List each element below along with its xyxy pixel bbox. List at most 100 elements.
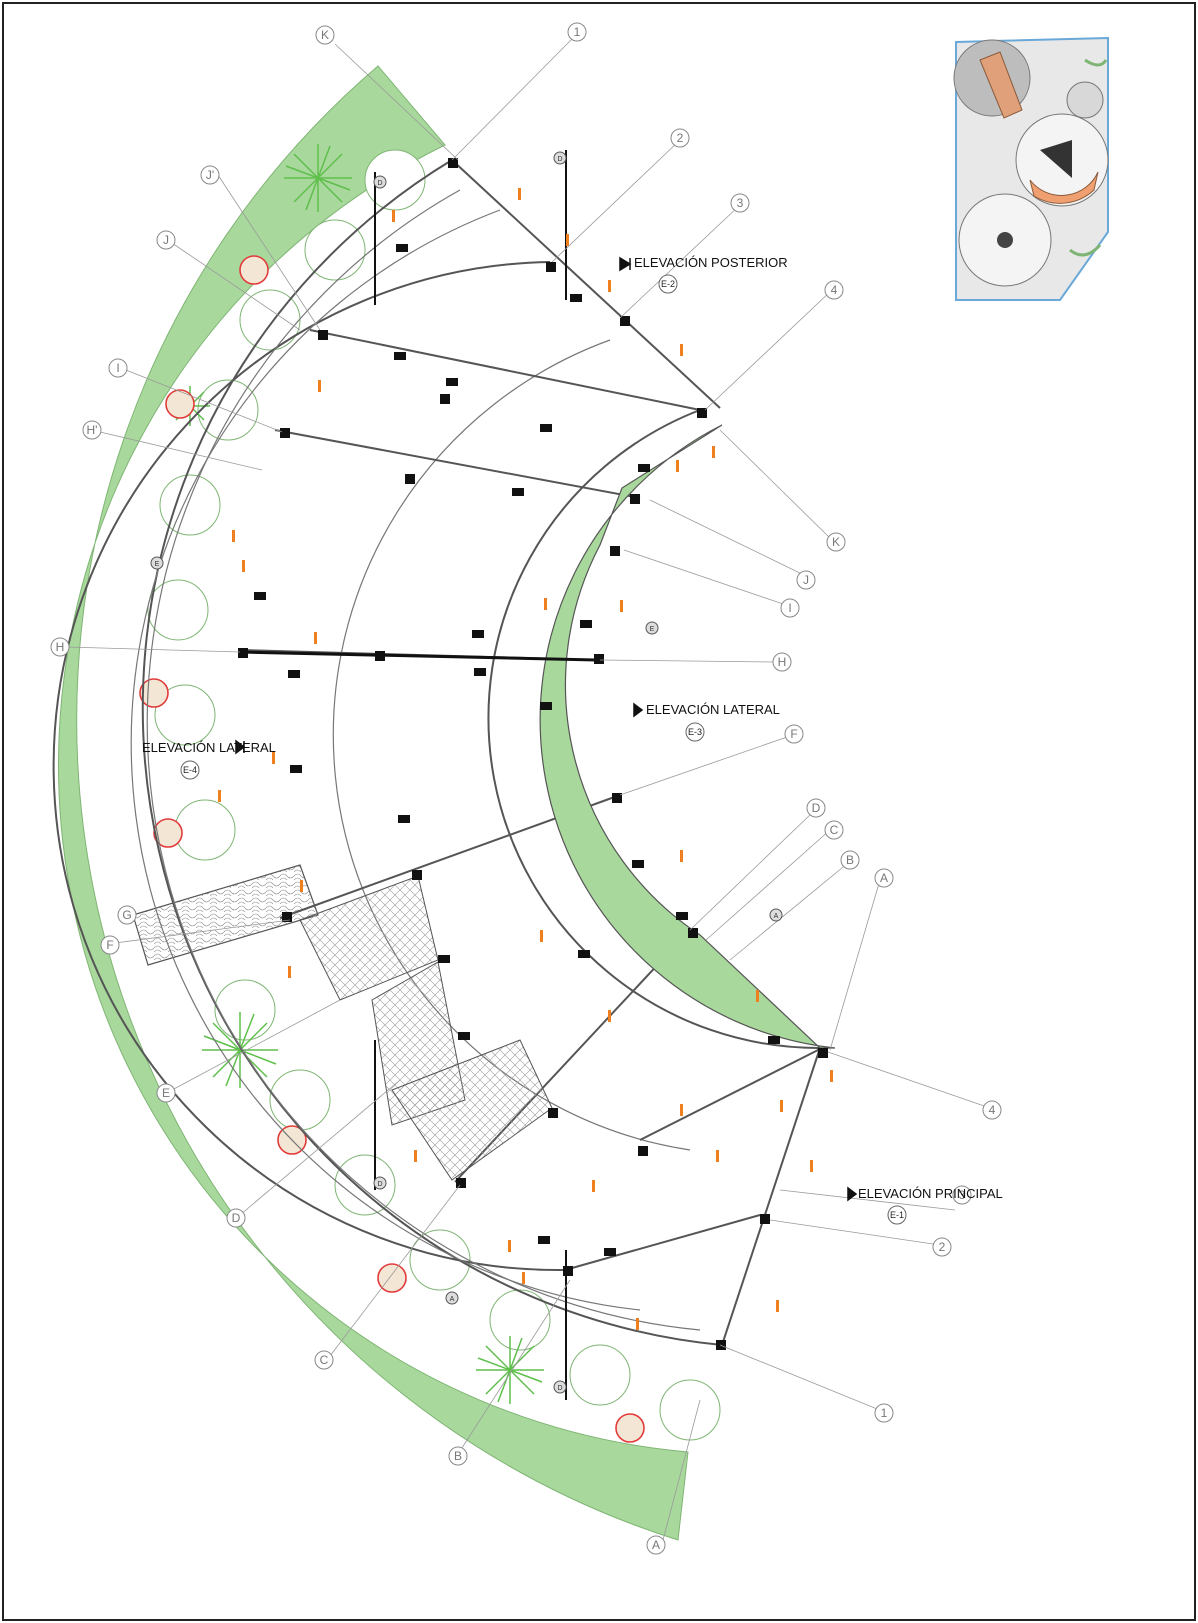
grid-label: B bbox=[840, 850, 860, 870]
svg-text:ELEVACIÓN POSTERIOR: ELEVACIÓN POSTERIOR bbox=[634, 255, 788, 270]
svg-text:F: F bbox=[106, 938, 113, 952]
grid-label: I bbox=[780, 598, 800, 618]
key-plan-inset bbox=[953, 36, 1109, 301]
svg-text:1: 1 bbox=[574, 25, 581, 39]
grid-label: J bbox=[796, 570, 816, 590]
grid-leaders bbox=[65, 35, 991, 1541]
svg-text:G: G bbox=[122, 908, 131, 922]
svg-text:E: E bbox=[162, 1086, 170, 1100]
svg-text:D: D bbox=[557, 1385, 562, 1392]
elevation-callout-lateral-left: ELEVACIÓN LATERAL E-4 bbox=[142, 739, 276, 780]
grid-label: C bbox=[314, 1350, 334, 1370]
grid-label: 3 bbox=[730, 193, 750, 213]
svg-text:A: A bbox=[880, 871, 888, 885]
grid-label: 2 bbox=[670, 128, 690, 148]
section-marker: D bbox=[373, 175, 387, 189]
grid-label: B bbox=[448, 1446, 468, 1466]
svg-text:4: 4 bbox=[989, 1103, 996, 1117]
svg-text:J: J bbox=[803, 573, 809, 587]
section-marker: D bbox=[553, 151, 567, 165]
svg-text:K: K bbox=[832, 535, 840, 549]
svg-text:J: J bbox=[163, 233, 169, 247]
grid-labels: K J' J I H' H G F E D C B A K J I H F D … bbox=[50, 22, 1002, 1555]
elevation-callout-rear: ELEVACIÓN POSTERIOR E-2 bbox=[619, 255, 788, 294]
dimension-marks bbox=[218, 188, 833, 1330]
svg-text:D: D bbox=[377, 180, 382, 187]
svg-text:F: F bbox=[790, 727, 797, 741]
grid-label: 3 bbox=[952, 1185, 972, 1205]
svg-text:E-2: E-2 bbox=[661, 279, 675, 289]
svg-text:E: E bbox=[650, 626, 655, 633]
svg-text:I: I bbox=[788, 601, 791, 615]
grid-label: H bbox=[772, 652, 792, 672]
grid-label: G bbox=[117, 905, 137, 925]
grid-label: 4 bbox=[982, 1100, 1002, 1120]
grid-label: E bbox=[156, 1083, 176, 1103]
grid-label: 1 bbox=[874, 1403, 894, 1423]
svg-text:H': H' bbox=[87, 423, 98, 437]
structural-columns bbox=[238, 158, 828, 1350]
elevation-callout-main: ELEVACIÓN PRINCIPAL E-1 bbox=[847, 1186, 1003, 1225]
svg-text:A: A bbox=[652, 1538, 660, 1552]
grid-label: A bbox=[874, 868, 894, 888]
svg-text:2: 2 bbox=[677, 131, 684, 145]
radial-walls bbox=[239, 329, 823, 1271]
svg-text:D: D bbox=[557, 156, 562, 163]
svg-text:K: K bbox=[321, 28, 329, 42]
landscape-area bbox=[58, 65, 689, 1541]
svg-text:3: 3 bbox=[959, 1188, 966, 1202]
svg-text:B: B bbox=[454, 1449, 462, 1463]
svg-text:J': J' bbox=[206, 168, 214, 182]
grid-label: J' bbox=[200, 165, 220, 185]
svg-text:E-3: E-3 bbox=[688, 727, 702, 737]
section-marker: A bbox=[769, 908, 783, 922]
svg-text:A: A bbox=[774, 913, 779, 920]
grid-label: C bbox=[824, 820, 844, 840]
section-marker: E bbox=[150, 556, 164, 570]
svg-text:4: 4 bbox=[831, 283, 838, 297]
grid-label: F bbox=[784, 724, 804, 744]
svg-text:E-1: E-1 bbox=[890, 1210, 904, 1220]
svg-text:H: H bbox=[778, 655, 787, 669]
section-marker: E bbox=[645, 621, 659, 635]
svg-text:H: H bbox=[56, 640, 65, 654]
grid-label: J bbox=[156, 230, 176, 250]
svg-text:2: 2 bbox=[939, 1240, 946, 1254]
svg-text:A: A bbox=[450, 1296, 455, 1303]
grid-label: K bbox=[315, 25, 335, 45]
svg-text:C: C bbox=[830, 823, 839, 837]
grid-label: D bbox=[226, 1208, 246, 1228]
svg-text:ELEVACIÓN PRINCIPAL: ELEVACIÓN PRINCIPAL bbox=[858, 1186, 1003, 1201]
grid-label: H bbox=[50, 637, 70, 657]
svg-text:1: 1 bbox=[881, 1406, 888, 1420]
svg-text:E-4: E-4 bbox=[183, 765, 197, 775]
svg-text:E: E bbox=[155, 561, 160, 568]
svg-text:D: D bbox=[377, 1181, 382, 1188]
section-markers: D D D D E E A A bbox=[150, 151, 783, 1394]
section-marker: D bbox=[373, 1176, 387, 1190]
section-marker: D bbox=[553, 1380, 567, 1394]
svg-text:C: C bbox=[320, 1353, 329, 1367]
grid-label: H' bbox=[82, 420, 102, 440]
svg-text:D: D bbox=[232, 1211, 241, 1225]
grid-label: 4 bbox=[824, 280, 844, 300]
grid-label: I bbox=[108, 358, 128, 378]
svg-text:B: B bbox=[846, 853, 854, 867]
courtyard-planter bbox=[539, 424, 836, 1049]
svg-text:D: D bbox=[812, 801, 821, 815]
svg-text:3: 3 bbox=[737, 196, 744, 210]
grid-label: K bbox=[826, 532, 846, 552]
grid-label: D bbox=[806, 798, 826, 818]
svg-text:ELEVACIÓN LATERAL: ELEVACIÓN LATERAL bbox=[142, 740, 276, 755]
grid-label: A bbox=[646, 1535, 666, 1555]
grid-label: 1 bbox=[567, 22, 587, 42]
grid-label: 2 bbox=[932, 1237, 952, 1257]
elevation-callout-lateral-right: ELEVACIÓN LATERAL E-3 bbox=[633, 702, 780, 742]
svg-text:I: I bbox=[116, 361, 119, 375]
svg-text:ELEVACIÓN LATERAL: ELEVACIÓN LATERAL bbox=[646, 702, 780, 717]
grid-label: F bbox=[100, 935, 120, 955]
landscape-scallops bbox=[147, 149, 721, 1441]
section-cut-lines bbox=[239, 150, 597, 1400]
